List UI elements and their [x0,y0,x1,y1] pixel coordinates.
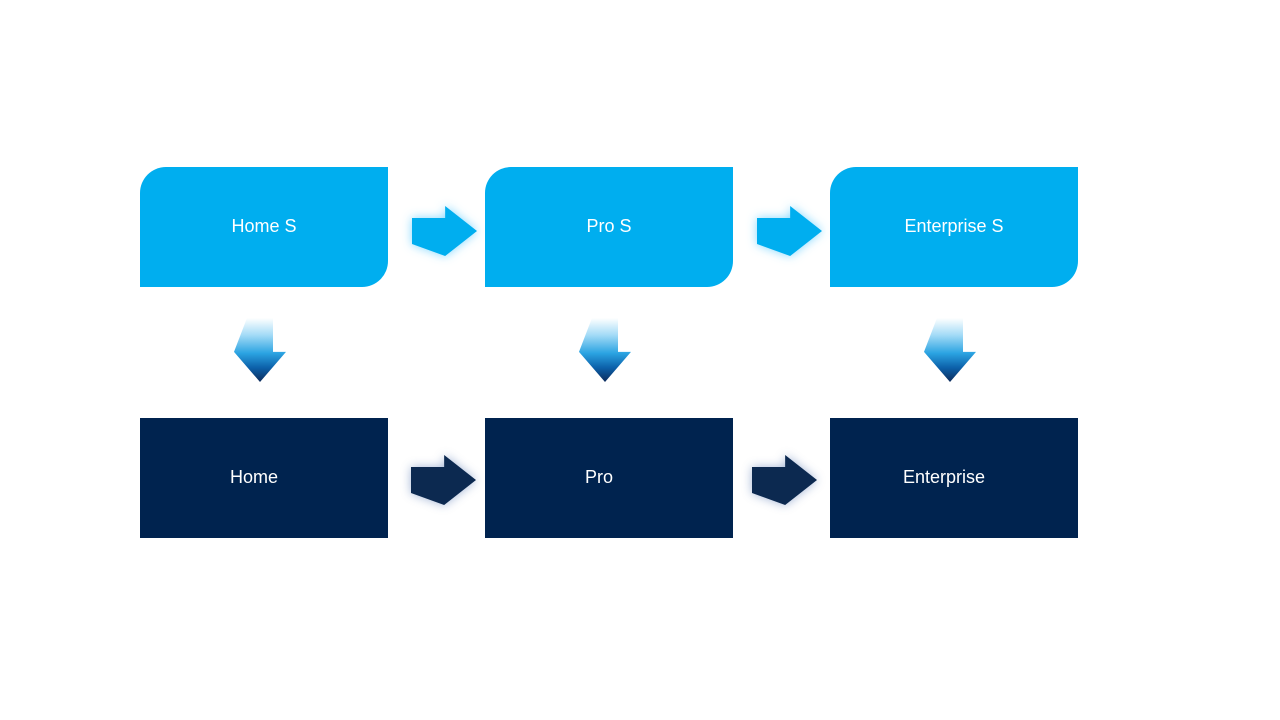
node-enterprise: Enterprise [830,418,1078,538]
node-pro: Pro [485,418,733,538]
node-label: Pro [584,467,613,488]
node-home: Home [140,418,388,538]
right-arrow-shape [757,206,822,256]
node-label: Enterprise S [904,216,1004,237]
node-label: Home [229,467,278,488]
down-arrow-icon [924,318,976,382]
right-arrow-icon [411,455,476,505]
right-arrow-shape [412,206,477,256]
node-enterprise-s: Enterprise S [830,167,1078,287]
down-arrow-icon [579,318,631,382]
right-arrow-icon [752,455,817,505]
node-home-s: Home S [140,167,388,287]
right-arrow-icon [757,206,822,256]
right-arrow-shape [752,455,817,505]
node-label: Pro S [586,216,632,237]
right-arrow-icon [412,206,477,256]
right-arrow-shape [411,455,476,505]
node-label: Home S [231,216,297,237]
node-pro-s: Pro S [485,167,733,287]
node-label: Enterprise [902,467,986,488]
down-arrow-icon [234,318,286,382]
